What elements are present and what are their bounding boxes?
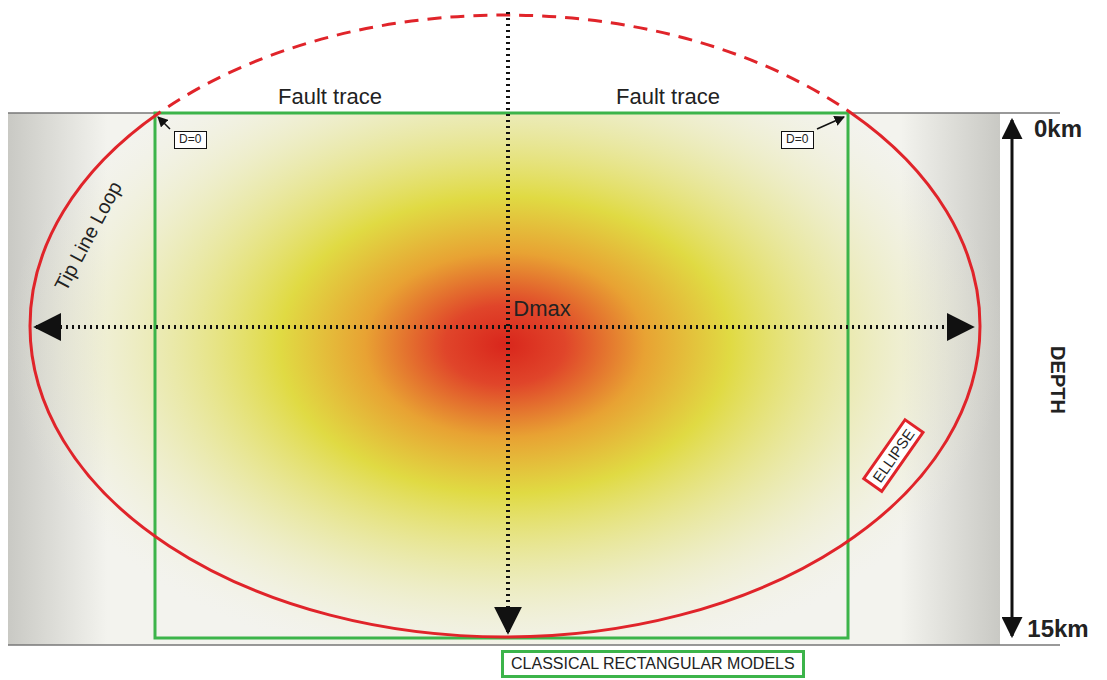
base-line xyxy=(8,644,1060,646)
leader-line xyxy=(158,117,170,129)
depth-axis-label: DEPTH xyxy=(1047,346,1069,414)
node-text: D=0 xyxy=(179,132,201,146)
depth-bottom-label: 15km xyxy=(1027,616,1088,642)
zero-slip-box: D=0 xyxy=(781,131,814,149)
fault-trace-label: Fault trace xyxy=(616,85,720,109)
leader-line xyxy=(817,117,844,129)
tip-line-ellipse xyxy=(30,113,980,637)
horizontal-axis xyxy=(36,325,972,329)
dmax-label: Dmax xyxy=(513,297,570,321)
depth-top-label: 0km xyxy=(1034,116,1082,142)
tip-line-projected xyxy=(30,15,980,113)
vertical-axis xyxy=(506,12,510,632)
node-text: CLASSICAL RECTANGULAR MODELS xyxy=(511,655,795,672)
depth-arrow xyxy=(1011,120,1014,636)
fault-trace-label: Fault trace xyxy=(278,85,382,109)
slip-distribution xyxy=(8,113,1000,645)
rectangular-model-tag: CLASSICAL RECTANGULAR MODELS xyxy=(501,650,805,678)
zero-slip-box: D=0 xyxy=(174,131,207,149)
node-text: D=0 xyxy=(786,132,808,146)
rectangular-model xyxy=(155,113,848,638)
